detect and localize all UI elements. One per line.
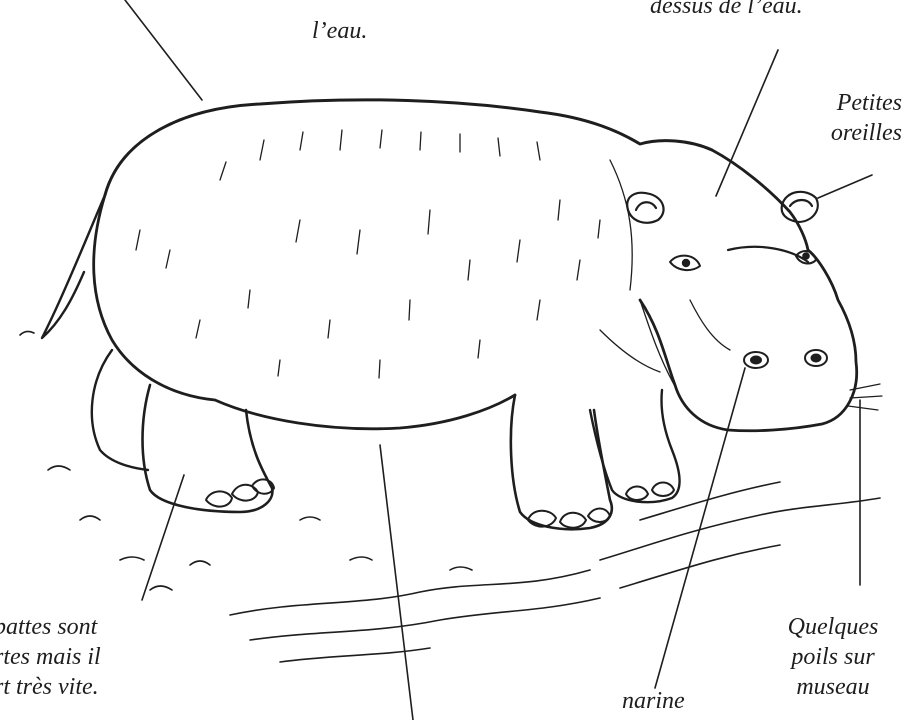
ear-left <box>627 193 663 223</box>
tail <box>42 195 105 338</box>
label-ears-line-2: oreilles <box>790 118 902 148</box>
label-nostril-line: narine <box>622 686 685 716</box>
label-whiskers-line-2: poils sur <box>760 642 906 672</box>
hippo-body-outline <box>105 100 712 195</box>
label-ears-line-1: Petites <box>790 88 902 118</box>
hippo-jaw-line <box>728 247 808 262</box>
hippo-belly-outline <box>94 195 515 429</box>
label-top-right: dessus de l’eau. <box>650 0 803 21</box>
label-legs-line-1: pattes sont <box>0 612 101 642</box>
nostril-left <box>744 352 768 368</box>
label-nostril: narine <box>622 686 685 716</box>
label-whiskers-line-1: Quelques <box>760 612 906 642</box>
ground-ripples <box>20 331 880 662</box>
front-leg-far <box>590 390 680 502</box>
label-top-right-line: dessus de l’eau. <box>650 0 803 21</box>
hippo-head-outline <box>640 150 857 431</box>
label-whiskers-line-3: museau <box>760 672 906 702</box>
label-legs-line-2: rtes mais il <box>0 642 101 672</box>
back-leg-far <box>92 350 148 470</box>
label-top-middle-line: l’eau. <box>312 16 367 46</box>
label-legs: pattes sont rtes mais il rt très vite. <box>0 612 101 702</box>
label-legs-line-3: rt très vite. <box>0 672 101 702</box>
nostril-right <box>805 350 827 366</box>
front-toes <box>528 483 674 528</box>
label-whiskers: Quelques poils sur museau <box>760 612 906 702</box>
skin-hatching <box>136 130 730 388</box>
back-leg <box>143 385 273 512</box>
eye-left <box>670 256 700 270</box>
label-top-middle: l’eau. <box>312 16 367 46</box>
label-ears: Petites oreilles <box>790 88 902 148</box>
back-toes <box>206 479 274 506</box>
